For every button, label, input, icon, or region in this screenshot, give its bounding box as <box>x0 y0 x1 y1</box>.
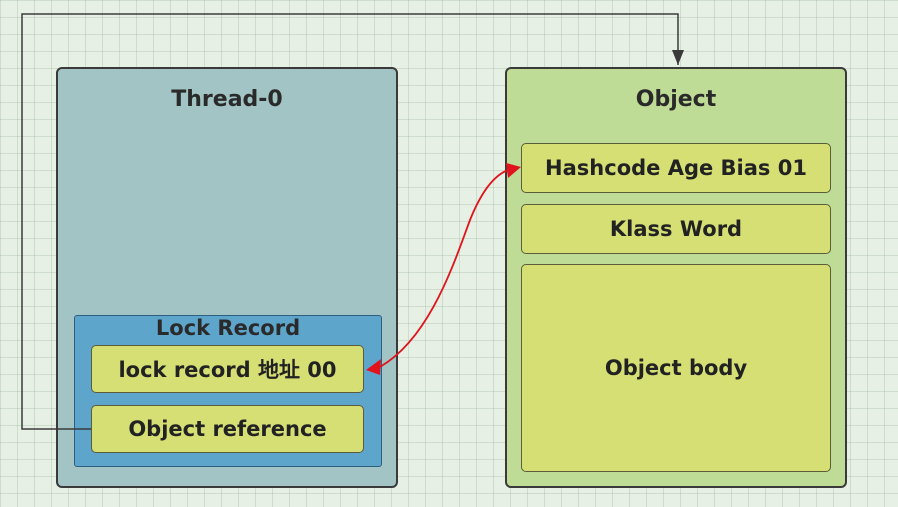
object-reference-arrowhead <box>672 50 684 65</box>
swap-arrowhead-right <box>506 163 521 178</box>
cas-swap-arrow <box>377 169 509 369</box>
object-reference-field: Object reference <box>91 405 364 453</box>
object-body-field: Object body <box>521 264 831 472</box>
object-reference-connector <box>21 13 679 430</box>
klass-word-field: Klass Word <box>521 204 831 254</box>
object-title: Object <box>635 87 717 112</box>
thread-0-title: Thread-0 <box>171 87 283 112</box>
mark-word-field: Hashcode Age Bias 01 <box>521 143 831 193</box>
swap-arrowhead-left <box>366 359 381 375</box>
lock-record-address-field: lock record 地址 00 <box>91 345 364 393</box>
lock-record-title: Lock Record <box>155 316 301 340</box>
